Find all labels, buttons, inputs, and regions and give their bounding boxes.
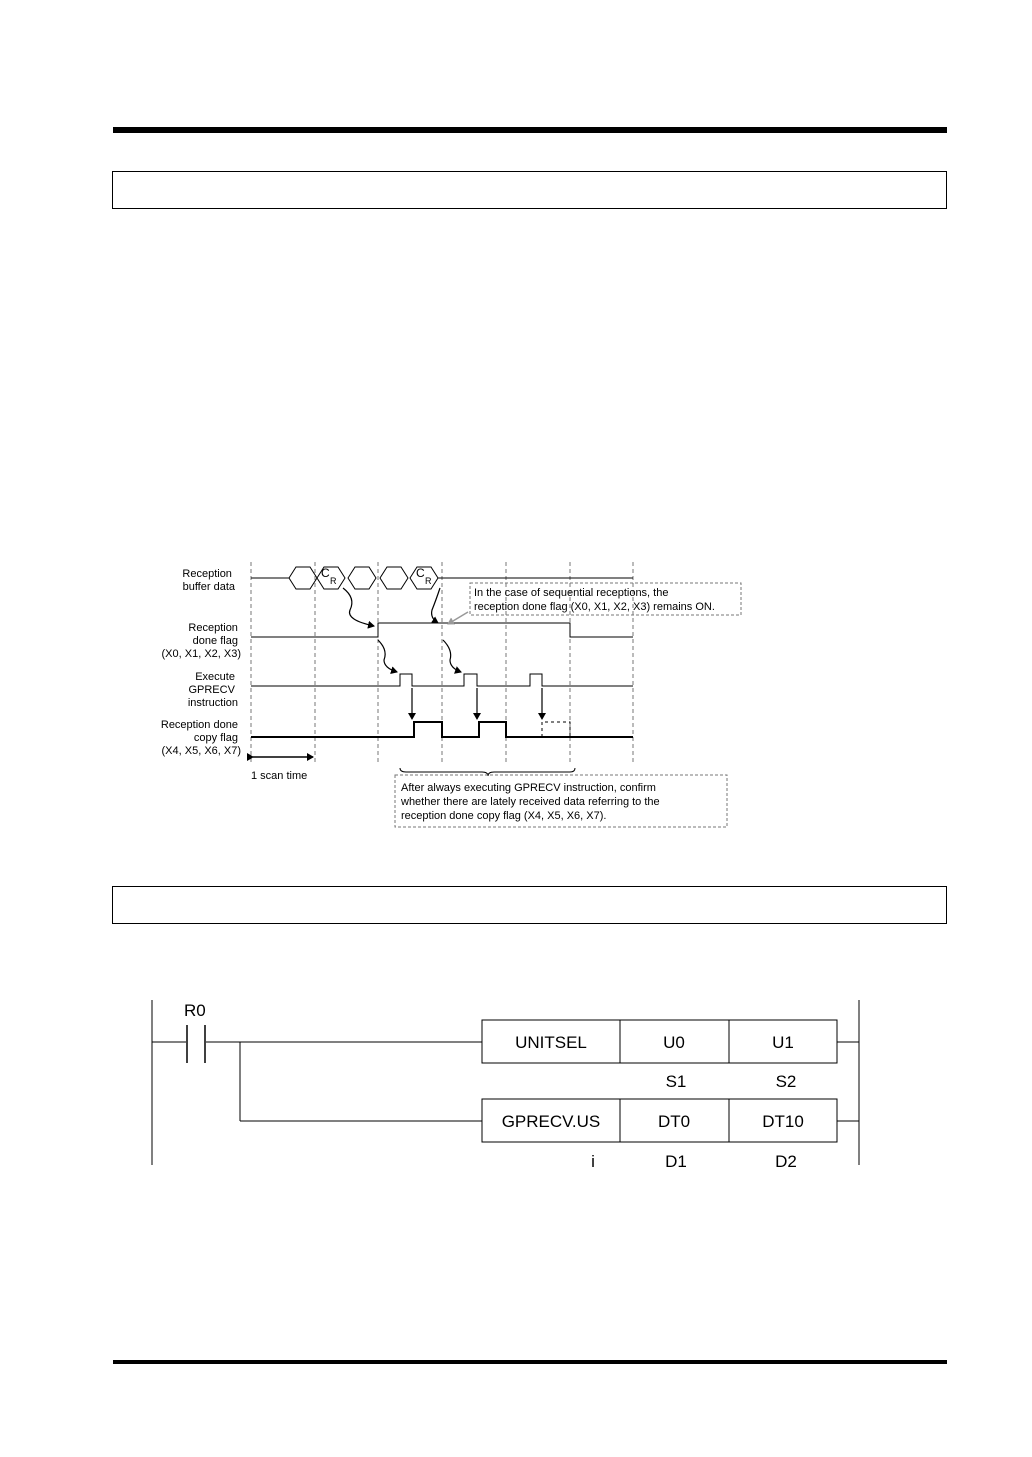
arrow-flag-to-exec-2 xyxy=(442,639,462,674)
signal-label-done-flag: Reception done flag (X0, X1, X2, X3) xyxy=(162,622,241,660)
operand-box-u1 xyxy=(728,1019,838,1064)
waveform-buffer-data xyxy=(251,566,633,590)
header-rule xyxy=(113,127,947,133)
operand-label-s1: S1 xyxy=(666,1072,687,1091)
note-bottom-text: After always executing GPRECV instructio… xyxy=(400,782,663,822)
arrow-flag-to-exec-1 xyxy=(377,639,398,675)
operand-u0: U0 xyxy=(663,1033,685,1052)
scan-gridlines xyxy=(250,562,634,762)
contact-label: R0 xyxy=(184,1001,206,1020)
copy-flag-dashed-pulse xyxy=(541,721,571,737)
waveform-copy-flag xyxy=(251,721,633,738)
section-title-box xyxy=(112,171,947,209)
cr-mark-2-sub: R xyxy=(425,576,432,586)
operand-box-dt10 xyxy=(728,1098,838,1143)
operand-label-i: i xyxy=(591,1152,595,1171)
operand-label-d1: D1 xyxy=(665,1152,687,1171)
cr-mark-1: C xyxy=(321,566,330,580)
waveform-execute xyxy=(251,673,633,687)
instr-gprecv: GPRECV.US xyxy=(502,1112,601,1131)
section-title-box-2 xyxy=(112,886,947,924)
arrow-cr2-to-flag xyxy=(430,587,441,624)
operand-dt0: DT0 xyxy=(658,1112,690,1131)
footer-rule xyxy=(113,1360,947,1364)
brace xyxy=(399,767,576,777)
note-box-bottom xyxy=(394,774,728,828)
arrow-cr1-to-flag xyxy=(342,587,375,629)
signal-label-copy-flag: Reception done copy flag (X4, X5, X6, X7… xyxy=(161,719,241,757)
signal-label-buffer: Reception buffer data xyxy=(182,568,235,593)
note-top-pointer xyxy=(447,611,469,625)
arrows-exec-to-copy xyxy=(408,688,546,720)
signal-label-execute: Execute GPRECV instruction xyxy=(188,671,238,709)
operand-dt10: DT10 xyxy=(762,1112,804,1131)
operand-label-s2: S2 xyxy=(776,1072,797,1091)
note-box-top xyxy=(469,582,742,616)
operand-label-d2: D2 xyxy=(775,1152,797,1171)
instr-unitsel: UNITSEL xyxy=(515,1033,587,1052)
scan-time-label: 1 scan time xyxy=(251,770,307,782)
cr-mark-1-sub: R xyxy=(330,576,337,586)
note-top-text: In the case of sequential receptions, th… xyxy=(474,587,715,613)
cr-mark-2: C xyxy=(416,566,425,580)
waveform-done-flag xyxy=(251,622,633,638)
operand-u1: U1 xyxy=(772,1033,794,1052)
